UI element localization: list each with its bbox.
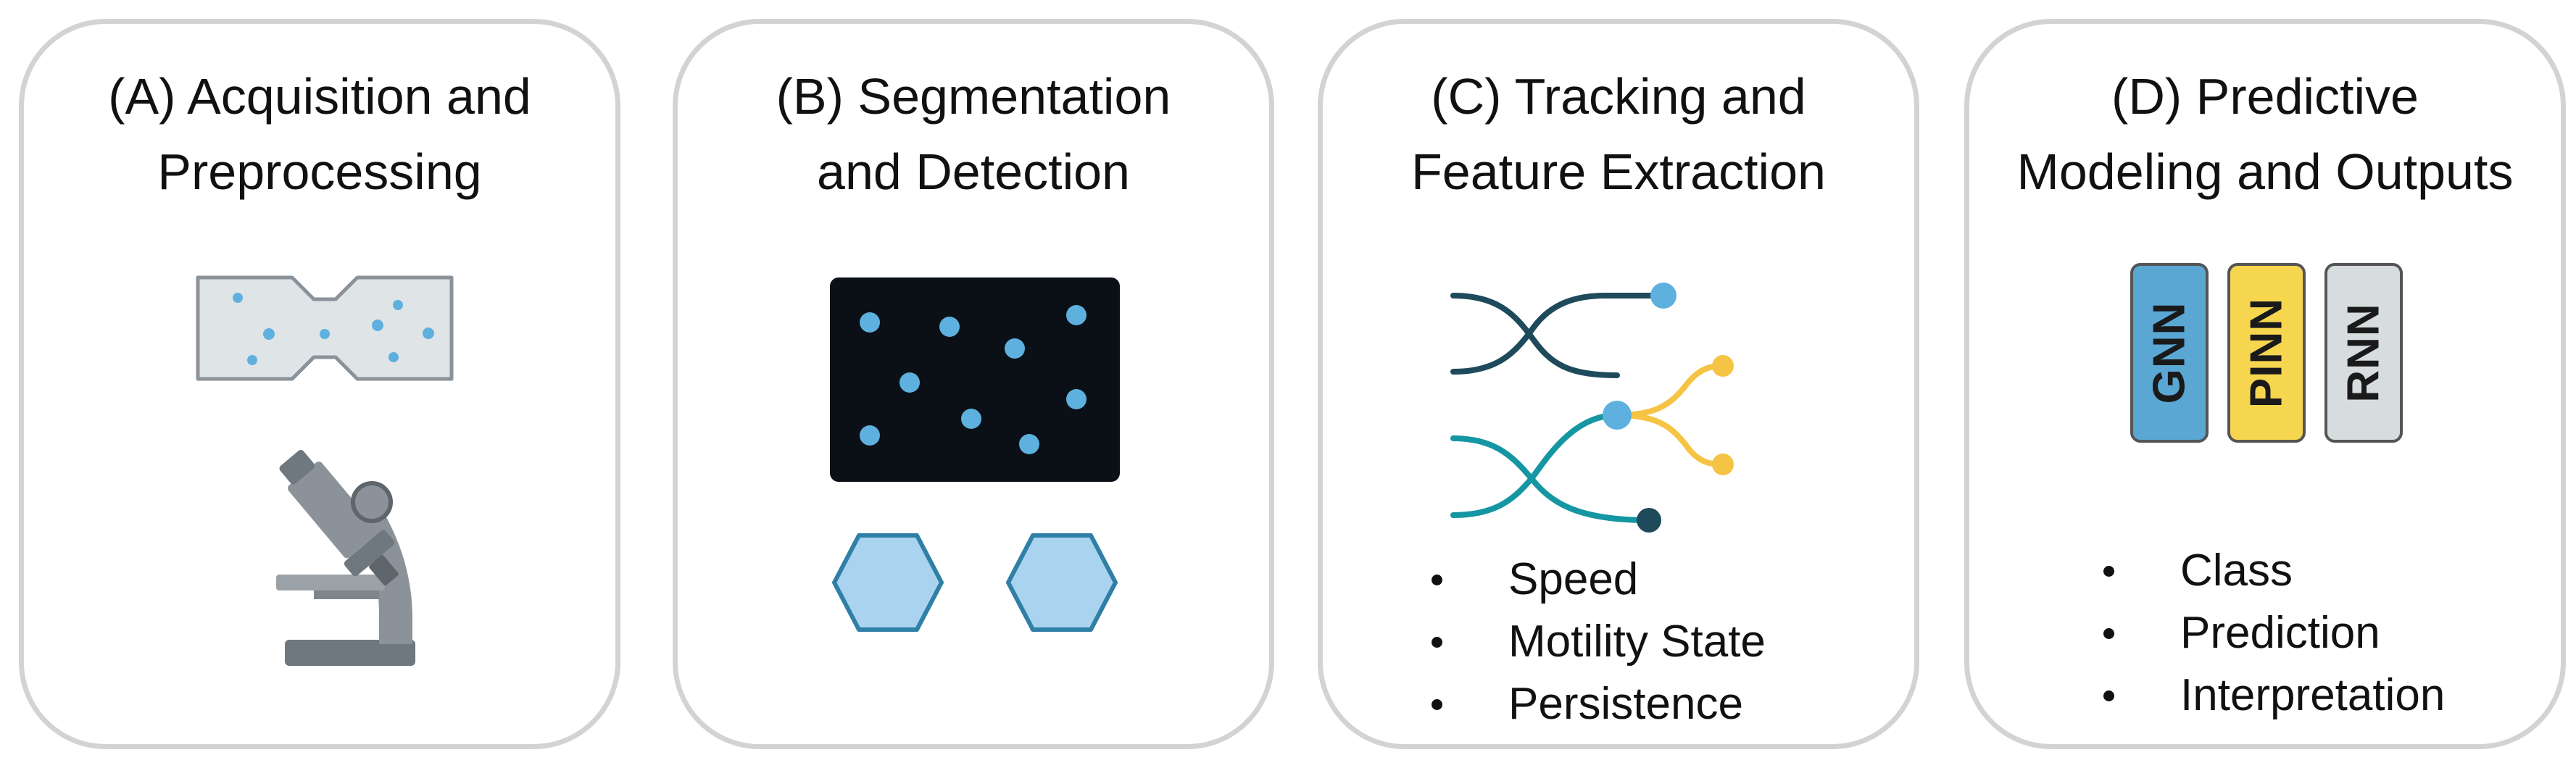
panel-acquisition: (A) Acquisition and Preprocessing — [19, 19, 620, 749]
detected-cell — [1019, 434, 1039, 454]
panel-b-title-line1: (B) Segmentation — [776, 68, 1171, 125]
track-endpoint — [1712, 355, 1734, 377]
detected-cell — [961, 409, 981, 429]
output-list: Class Prediction Interpretation — [2103, 540, 2445, 727]
detected-cell — [939, 317, 960, 337]
track-junction — [1603, 401, 1632, 430]
panel-tracking: (C) Tracking and Feature Extraction Spee… — [1318, 19, 1919, 749]
detected-cell — [1066, 389, 1087, 409]
feature-item-speed: Speed — [1432, 548, 1766, 611]
model-box-gnn: GNN — [2130, 263, 2209, 443]
microscope-icon — [276, 450, 415, 666]
channel-icon — [196, 275, 454, 381]
channel-particle — [423, 327, 434, 339]
track-endpoint — [1637, 508, 1661, 533]
model-box-rnn: RNN — [2324, 263, 2403, 443]
model-label-pinn: PINN — [2241, 297, 2292, 409]
panel-a-title-line2: Preprocessing — [157, 143, 482, 200]
track-endpoint — [1650, 283, 1677, 309]
model-label-rnn: RNN — [2338, 303, 2389, 403]
detected-cell — [1066, 305, 1087, 325]
detected-cell — [899, 372, 920, 393]
channel-particle — [372, 320, 383, 331]
channel-particle — [320, 329, 330, 339]
hexagon-icon — [832, 533, 944, 632]
panel-b-title: (B) Segmentation and Detection — [678, 59, 1269, 209]
output-item-class: Class — [2103, 540, 2445, 602]
panel-d-title-line1: (D) Predictive — [2111, 68, 2419, 125]
feature-list: Speed Motility State Persistence — [1432, 548, 1766, 735]
feature-item-persistence: Persistence — [1432, 673, 1766, 735]
panel-b-title-line2: and Detection — [817, 143, 1130, 200]
output-item-interpretation: Interpretation — [2103, 664, 2445, 727]
detected-cell — [860, 312, 880, 333]
feature-item-motility-state: Motility State — [1432, 611, 1766, 673]
panel-a-title: (A) Acquisition and Preprocessing — [24, 59, 615, 209]
hexagon-icon — [1006, 533, 1118, 632]
panel-d-title: (D) Predictive Modeling and Outputs — [1969, 59, 2561, 209]
panel-segmentation: (B) Segmentation and Detection — [673, 19, 1274, 749]
panel-c-title-line1: (C) Tracking and — [1431, 68, 1806, 125]
cell-image-icon — [830, 277, 1120, 482]
panel-c-title-line2: Feature Extraction — [1411, 143, 1826, 200]
channel-particle — [393, 300, 403, 310]
panel-d-title-line2: Modeling and Outputs — [2016, 143, 2514, 200]
trajectory-icon — [1450, 283, 1734, 533]
panel-c-title: (C) Tracking and Feature Extraction — [1323, 59, 1914, 209]
model-box-pinn: PINN — [2227, 263, 2306, 443]
detected-cell — [1005, 338, 1025, 359]
track-endpoint — [1712, 454, 1734, 475]
panel-a-title-line1: (A) Acquisition and — [108, 68, 531, 125]
model-label-gnn: GNN — [2144, 301, 2195, 404]
panel-predictive-modeling: (D) Predictive Modeling and Outputs GNN … — [1964, 19, 2566, 749]
channel-particle — [389, 352, 399, 362]
detected-cell — [860, 425, 880, 446]
channel-particle — [263, 328, 275, 340]
channel-particle — [247, 355, 257, 365]
output-item-prediction: Prediction — [2103, 602, 2445, 664]
channel-particle — [233, 293, 243, 303]
